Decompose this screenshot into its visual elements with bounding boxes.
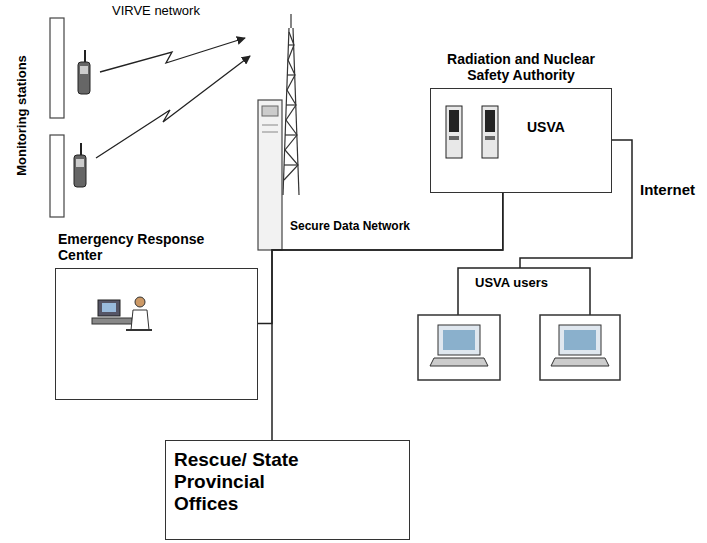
network-name: Internet <box>640 181 695 198</box>
response-center-box: Emergency Response Center <box>55 268 258 400</box>
group-label: Monitoring stations <box>15 30 30 200</box>
radio-handset <box>74 50 90 187</box>
box-heading: Emergency Response Center <box>58 231 218 263</box>
user-computer <box>418 315 620 380</box>
network-name: VIRVE network <box>112 4 200 19</box>
network-line <box>272 193 503 440</box>
radio-link-arrow <box>96 38 250 158</box>
network-name: Secure Data Network <box>290 220 410 234</box>
server-icon <box>446 106 498 158</box>
group-label: USVA users <box>475 276 548 291</box>
monitoring-station <box>50 18 64 217</box>
office-box: Rescue/ State Provincial Offices <box>165 440 410 540</box>
box-heading: Radiation and Nuclear Safety Authority <box>426 51 616 83</box>
network-cabinet <box>258 100 282 250</box>
system-name: USVA <box>527 119 565 135</box>
authority-box: Radiation and Nuclear Safety AuthorityUS… <box>430 88 612 193</box>
box-text: Rescue/ State Provincial Offices <box>174 449 324 515</box>
radio-tower <box>283 14 299 195</box>
internet-line <box>458 140 632 315</box>
operator-icon <box>92 297 152 330</box>
network-line <box>258 193 503 323</box>
